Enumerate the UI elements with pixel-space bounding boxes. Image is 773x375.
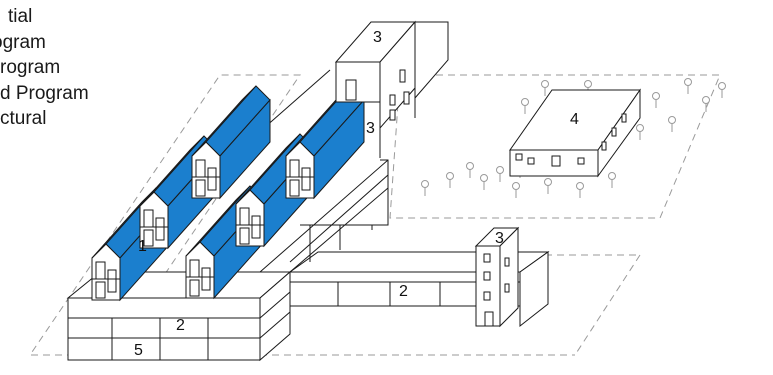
tree-icon	[576, 182, 584, 198]
tree-icon	[521, 98, 529, 114]
lower-deck	[66, 270, 292, 362]
label-deck-side: 2	[399, 283, 408, 300]
tree-icon	[512, 182, 520, 198]
label-deck-front: 2	[176, 317, 185, 334]
tree-icon	[496, 166, 504, 182]
tree-icon	[446, 172, 454, 188]
label-tower-mid: 3	[366, 120, 375, 137]
legend-item-5: ctural	[0, 108, 47, 129]
tower-top	[334, 20, 449, 158]
tree-icon	[668, 116, 676, 132]
tree-icon	[584, 80, 592, 96]
tree-icon	[718, 82, 726, 98]
legend-item-1: tial	[8, 6, 33, 27]
tree-icon	[684, 78, 692, 94]
tree-icon	[544, 178, 552, 194]
housing-module	[285, 85, 365, 200]
tree-icon	[421, 180, 429, 196]
housing-module	[191, 85, 271, 200]
tree-icon	[480, 174, 488, 190]
tree-icon	[636, 124, 644, 140]
housing-modules	[91, 85, 365, 302]
label-housing: 1	[138, 238, 147, 255]
tree-icon	[702, 96, 710, 112]
legend-item-2: ogram	[0, 31, 46, 53]
pavilion	[509, 88, 641, 178]
tree-icon	[466, 162, 474, 178]
legend-item-4: d Program	[0, 82, 89, 104]
site-outline	[29, 74, 721, 356]
legend-list: tial ogram rogram d Program ctural	[0, 4, 89, 132]
label-tower-right: 3	[495, 230, 504, 247]
trees	[421, 78, 726, 198]
label-pavilion: 4	[570, 111, 579, 128]
label-tower-top: 3	[373, 29, 382, 46]
tree-icon	[541, 80, 549, 96]
legend-item-3: rogram	[0, 57, 61, 78]
tower-right	[474, 226, 520, 328]
tree-icon	[652, 92, 660, 108]
tree-icon	[608, 172, 616, 188]
label-base: 5	[134, 342, 143, 359]
